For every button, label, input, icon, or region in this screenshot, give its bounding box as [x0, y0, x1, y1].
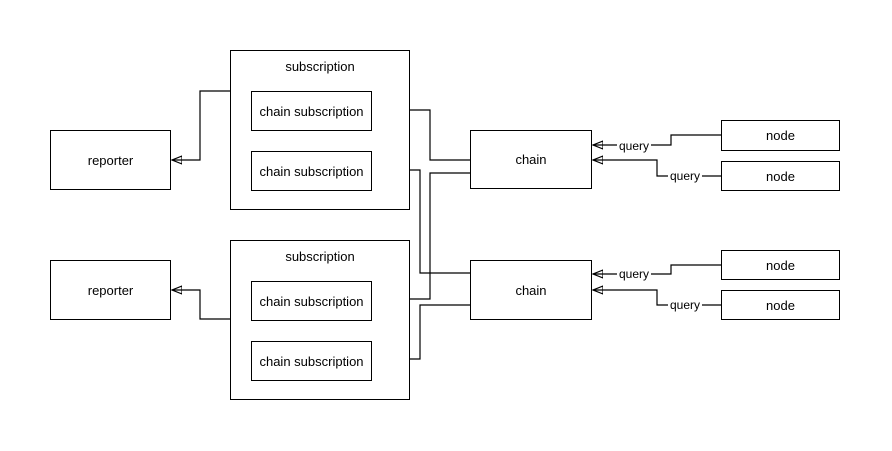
node-4-box: node — [721, 290, 840, 320]
node-3-label: node — [766, 257, 795, 273]
node-1-box: node — [721, 120, 840, 151]
chain-subscription-1-label: chain subscription — [259, 103, 364, 119]
reporter-2-label: reporter — [87, 282, 134, 298]
edge-node-3-to-chain-2 — [593, 264, 721, 274]
chain-subscription-2-box: chain subscription — [251, 151, 372, 191]
node-2-label: node — [766, 168, 795, 184]
chain-subscription-4-box: chain subscription — [251, 341, 372, 381]
subscription-2-box: subscription chain subscription chain su… — [230, 240, 410, 400]
chain-subscription-1-box: chain subscription — [251, 91, 372, 131]
subscription-1-label: subscription — [285, 59, 355, 74]
node-1-label: node — [766, 128, 795, 143]
edge-label-query-node-4: query — [667, 298, 703, 312]
chain-subscription-3-box: chain subscription — [251, 281, 372, 321]
edge-node-1-to-chain-1 — [593, 134, 721, 145]
chain-subscription-3-label: chain subscription — [259, 293, 364, 309]
reporter-2-box: reporter — [50, 260, 171, 320]
chain-subscription-2-label: chain subscription — [259, 163, 364, 179]
chain-2-label: chain — [515, 282, 547, 298]
edge-label-query-node-1: query — [616, 139, 652, 153]
edge-label-query-node-3: query — [616, 267, 652, 281]
edge-label-query-node-2: query — [667, 169, 703, 183]
edge-subscription-2-to-reporter-2 — [172, 290, 230, 320]
reporter-1-box: reporter — [50, 130, 171, 190]
edge-subscription-1-to-reporter-1 — [172, 90, 230, 160]
chain-1-box: chain — [470, 130, 592, 189]
reporter-1-label: reporter — [87, 152, 134, 168]
subscription-2-label: subscription — [285, 249, 355, 264]
chain-1-label: chain — [515, 152, 547, 167]
chain-subscription-4-label: chain subscription — [259, 353, 364, 369]
node-4-label: node — [766, 297, 795, 313]
chain-2-box: chain — [470, 260, 592, 320]
node-2-box: node — [721, 161, 840, 191]
subscription-1-box: subscription chain subscription chain su… — [230, 50, 410, 210]
node-3-box: node — [721, 250, 840, 280]
